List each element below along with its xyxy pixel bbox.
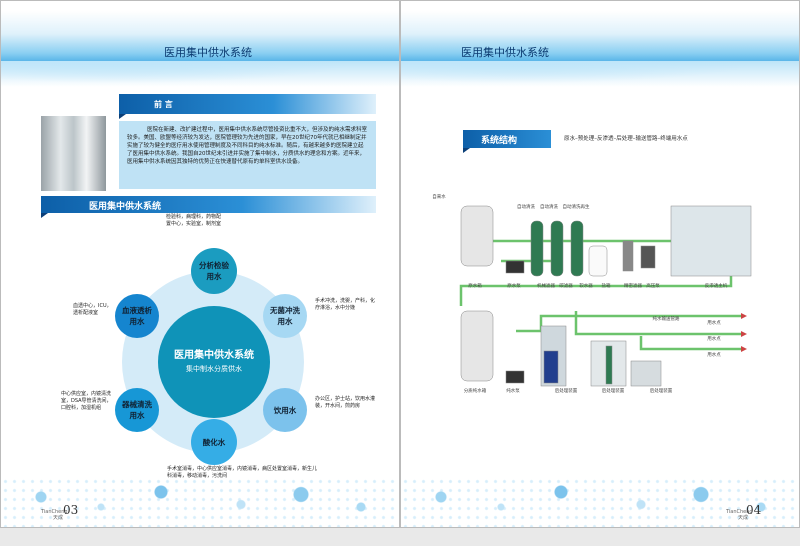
bubbles-decoration xyxy=(401,477,799,527)
water-point-label: 用水点 xyxy=(707,351,721,358)
page-number: 04 xyxy=(746,503,762,517)
usage-node-desc: 中心供应室，内镜清洗室，DSA导管清洗间，口腔科，加湿机组 xyxy=(61,391,112,411)
equipment-label: 原水泵 xyxy=(507,282,521,289)
brand-en: TianCheng xyxy=(726,509,753,515)
pure-water-pump xyxy=(505,370,525,384)
brine-tank xyxy=(588,245,608,277)
left-page: 医用集中供水系统 前 言 医院在新建、改扩建过程中，医用集中供水系统尽管投资比重… xyxy=(0,0,400,528)
carbon-filter xyxy=(550,220,564,277)
center-subtitle: 集中制水分质供水 xyxy=(186,365,242,373)
header-title: 医用集中供水系统 xyxy=(164,46,252,59)
equipment-label: 软水器 xyxy=(579,282,593,289)
auto-regen-label: 自动清洗再生 xyxy=(563,203,590,210)
brand-cn: 天成 xyxy=(738,515,749,521)
usage-node: 器械清洗用水 xyxy=(115,388,159,432)
preface-title: 前 言 xyxy=(154,100,173,109)
equipment-label: 精密滤器 xyxy=(624,282,642,289)
post-treatment-3 xyxy=(630,360,662,387)
arrow-icon xyxy=(741,346,747,352)
equipment-label: 盐箱 xyxy=(602,282,611,289)
right-page: 医用集中供水系统 系统结构 原水–预处理–反渗透–后处理–输送管路–终端用水点 … xyxy=(400,0,800,528)
usage-node: 饮用水 xyxy=(263,388,307,432)
equipment-label: 后处理装置 xyxy=(650,387,673,394)
mechanical-filter xyxy=(530,220,544,277)
equipment-label: 原水箱 xyxy=(468,282,482,289)
section-title-bar: 系统结构 xyxy=(463,130,551,153)
auto-wash-label: 自动清洗 xyxy=(517,203,535,210)
ro-main-unit xyxy=(670,205,752,277)
raw-water-pump xyxy=(505,260,525,274)
usage-node-desc: 血透中心，ICU，透析配液室 xyxy=(73,303,112,316)
brand-en: TianCheng xyxy=(41,509,68,515)
bubbles-decoration xyxy=(1,477,399,527)
preface-body: 医院在新建、改扩建过程中，医用集中供水系统尽管投资比重不大，但涉及的纯水需求科室… xyxy=(119,121,376,189)
equipment-label: 碳滤器 xyxy=(559,282,573,289)
arrow-icon xyxy=(741,331,747,337)
usage-node: 血液透析用水 xyxy=(115,294,159,338)
tap-water-label: 自来水 xyxy=(432,193,446,200)
center-circle: 医用集中供水系统 集中制水分质供水 xyxy=(158,306,270,418)
equipment-label: 高压泵 xyxy=(646,282,660,289)
raw-water-tank xyxy=(460,205,494,267)
usage-node-desc: 检验科，病理科，药物配置中心，实验室，制剂室 xyxy=(166,214,222,227)
water-point-label: 用水点 xyxy=(707,335,721,342)
arrow-icon xyxy=(741,313,747,319)
usage-node-desc: 手术室消毒，中心供应室消毒，内镜消毒，病区处置室消毒，新生儿科消毒，移动消毒，污… xyxy=(167,466,318,479)
center-title: 医用集中供水系统 xyxy=(174,350,254,361)
page-number: 03 xyxy=(63,503,79,517)
process-flow: 原水–预处理–反渗透–后处理–输送管路–终端用水点 xyxy=(564,136,688,142)
usage-node-desc: 手术冲洗，洗婴，产科，化疗淋浴，水中分娩 xyxy=(315,298,376,311)
section-title: 医用集中供水系统 xyxy=(89,202,162,212)
usage-node-desc: 办公区，护士站，饮用水灌装，开水间，煎药房 xyxy=(315,396,376,409)
equipment-label: 后处理装置 xyxy=(602,387,625,394)
usage-node: 无菌冲洗用水 xyxy=(263,294,307,338)
water-wave-banner xyxy=(1,11,399,87)
header-title: 医用集中供水系统 xyxy=(461,46,549,59)
equipment-label: 反渗透主机 xyxy=(705,282,728,289)
usage-node: 酸化水 xyxy=(191,419,237,465)
equipment-label: 后处理装置 xyxy=(555,387,578,394)
pure-water-tank xyxy=(460,310,494,382)
system-diagram: 自来水自动清洗自动清洗自动清洗再生原水箱原水泵机械滤器碳滤器软水器盐箱精密滤器高… xyxy=(432,193,752,394)
precision-filter xyxy=(622,240,634,272)
equipment-label: 分质纯水箱 xyxy=(464,387,487,394)
beaker-photo xyxy=(41,116,106,191)
pipe-label: 纯水输送管路 xyxy=(653,315,680,322)
softener xyxy=(570,220,584,277)
section-title: 系统结构 xyxy=(481,136,518,146)
preface-title-bar: 前 言 xyxy=(119,94,376,119)
equipment-label: 纯水泵 xyxy=(506,387,520,394)
high-pressure-pump xyxy=(640,245,656,269)
section-title-bar: 医用集中供水系统 xyxy=(41,196,376,218)
brand-cn: 天成 xyxy=(53,515,64,521)
pipe-1 xyxy=(516,314,741,333)
usage-node: 分析检验用水 xyxy=(191,248,237,294)
water-wave-banner xyxy=(401,11,799,87)
water-point-label: 用水点 xyxy=(707,319,721,326)
pipe-main xyxy=(459,239,733,306)
equipment-label: 机械滤器 xyxy=(537,282,555,289)
auto-wash-label: 自动清洗 xyxy=(540,203,558,210)
